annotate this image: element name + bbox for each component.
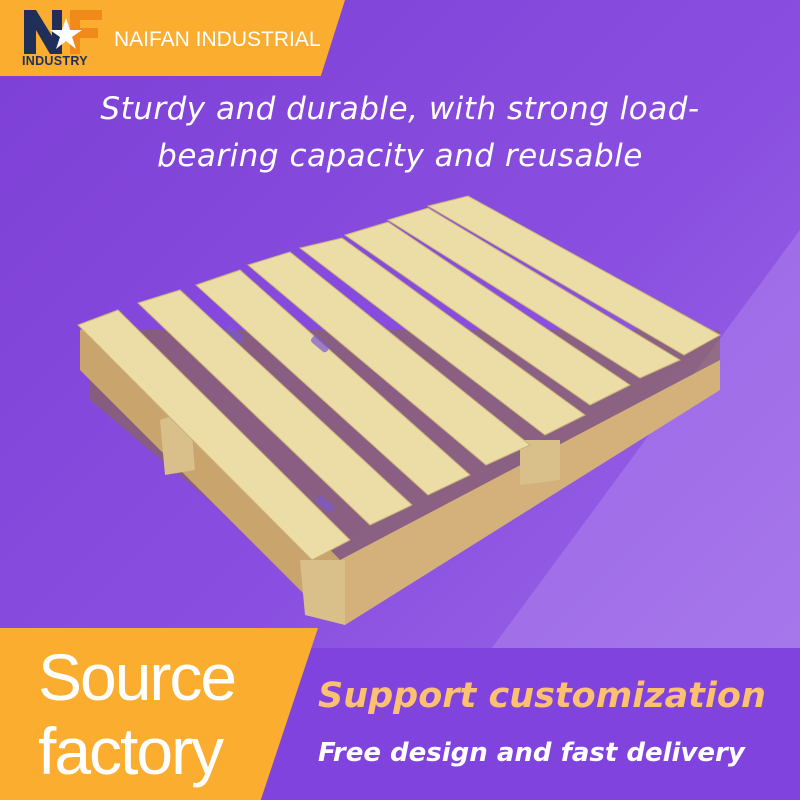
star-icon: [50, 18, 82, 49]
source-factory-label: Source factory: [38, 640, 237, 788]
customization-text: Support customization: [318, 676, 766, 716]
company-logo: [24, 10, 102, 54]
headline: Sturdy and durable, with strong load- be…: [0, 86, 800, 180]
source-line-1: Source: [38, 640, 237, 714]
footer-orange-panel: [0, 628, 318, 800]
brand-name: NAIFAN INDUSTRIAL: [114, 28, 321, 51]
headline-line-2: bearing capacity and reusable: [157, 138, 643, 174]
delivery-text: Free design and fast delivery: [318, 738, 745, 768]
source-line-2: factory: [38, 714, 224, 788]
logo-subtext: INDUSTRY: [22, 54, 88, 68]
headline-line-1: Sturdy and durable, with strong load-: [100, 91, 700, 127]
